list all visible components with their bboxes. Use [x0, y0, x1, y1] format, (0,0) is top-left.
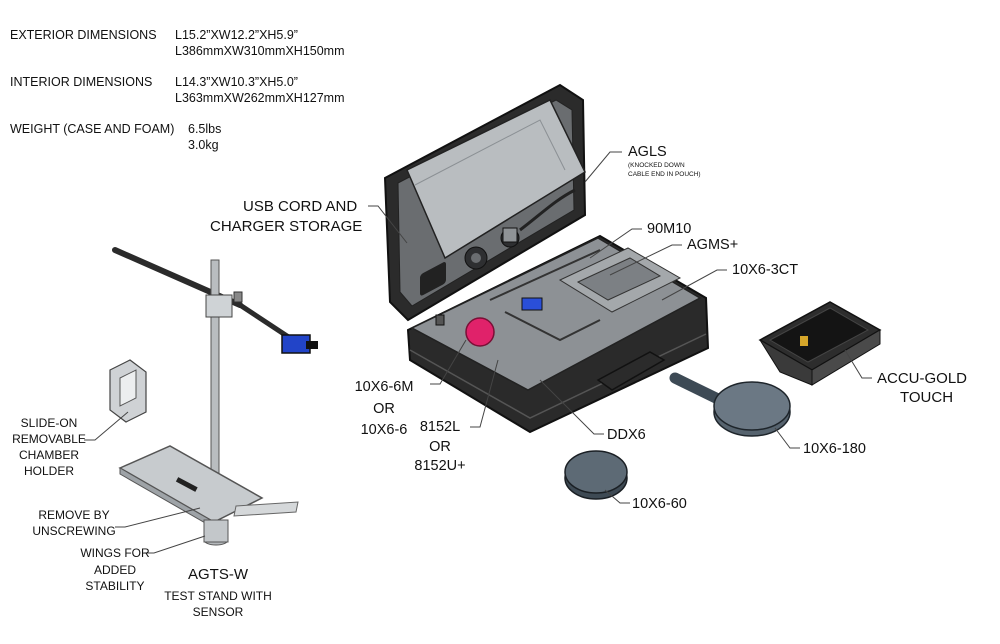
10x6-60-label: 10X6-60 — [632, 496, 687, 512]
or-label-1: OR — [373, 401, 395, 417]
weight-lbs: 6.5lbs — [188, 122, 222, 136]
agms-label: AGMS+ — [687, 237, 739, 253]
10x6-180-label: 10X6-180 — [803, 441, 866, 457]
10x6-60-chamber — [564, 450, 628, 500]
slide-on-label-line1: SLIDE-ON — [20, 416, 78, 430]
slide-on-label-line2: REMOVABLE — [12, 432, 86, 446]
slide-on-label-line3: CHAMBER — [18, 448, 79, 462]
agls-label: AGLS — [628, 144, 667, 160]
interior-dimensions-inches: L14.3”XW10.3”XH5.0” — [175, 75, 298, 89]
or-label-2: OR — [429, 439, 451, 455]
ddx6-label: DDX6 — [607, 427, 646, 443]
8152l-label: 8152L — [419, 419, 461, 435]
interior-dimensions-label: INTERIOR DIMENSIONS — [10, 75, 153, 89]
accu-gold-touch-device — [758, 301, 882, 386]
slide-on-label-line4: HOLDER — [23, 464, 74, 478]
agts-w-title: AGTS-W — [188, 566, 248, 583]
accu-gold-label-line1: ACCU-GOLD — [877, 370, 968, 387]
exterior-dimensions-mm: L386mmXW310mmXH150mm — [175, 44, 345, 58]
90m10-label: 90M10 — [647, 221, 692, 237]
usb-cord-label-line2: CHARGER STORAGE — [210, 218, 363, 235]
10x6-6-label: 10X6-6 — [360, 422, 408, 438]
exterior-dimensions-label: EXTERIOR DIMENSIONS — [10, 28, 157, 42]
10x6-3ct-label: 10X6-3CT — [732, 262, 799, 278]
weight-kg: 3.0kg — [188, 138, 219, 152]
agls-note-line1: (KNOCKED DOWN — [628, 162, 685, 169]
interior-dimensions-mm: L363mmXW262mmXH127mm — [175, 91, 345, 105]
10x6-180-chamber — [669, 372, 791, 437]
carrying-case — [383, 83, 710, 434]
accu-gold-label-line2: TOUCH — [900, 389, 954, 406]
test-stand-label-line2: SENSOR — [192, 605, 244, 619]
test-stand-label-line1: TEST STAND WITH — [164, 589, 272, 603]
leader-lines — [84, 151, 872, 554]
wings-label-line2: ADDED — [93, 563, 136, 577]
8152u-label: 8152U+ — [414, 458, 466, 474]
wings-label-line1: WINGS FOR — [80, 546, 150, 560]
remove-by-label-line1: REMOVE BY — [38, 508, 110, 522]
agts-w-test-stand — [109, 247, 318, 546]
exterior-dimensions-inches: L15.2”XW12.2”XH5.9” — [175, 28, 298, 42]
remove-by-label-line2: UNSCREWING — [32, 524, 116, 538]
usb-cord-label-line1: USB CORD AND — [243, 198, 358, 215]
10x6-6m-label: 10X6-6M — [354, 379, 414, 395]
wings-label-line3: STABILITY — [85, 579, 145, 593]
weight-label: WEIGHT (CASE AND FOAM) — [10, 122, 175, 136]
agls-note-line2: CABLE END IN POUCH) — [628, 171, 701, 178]
